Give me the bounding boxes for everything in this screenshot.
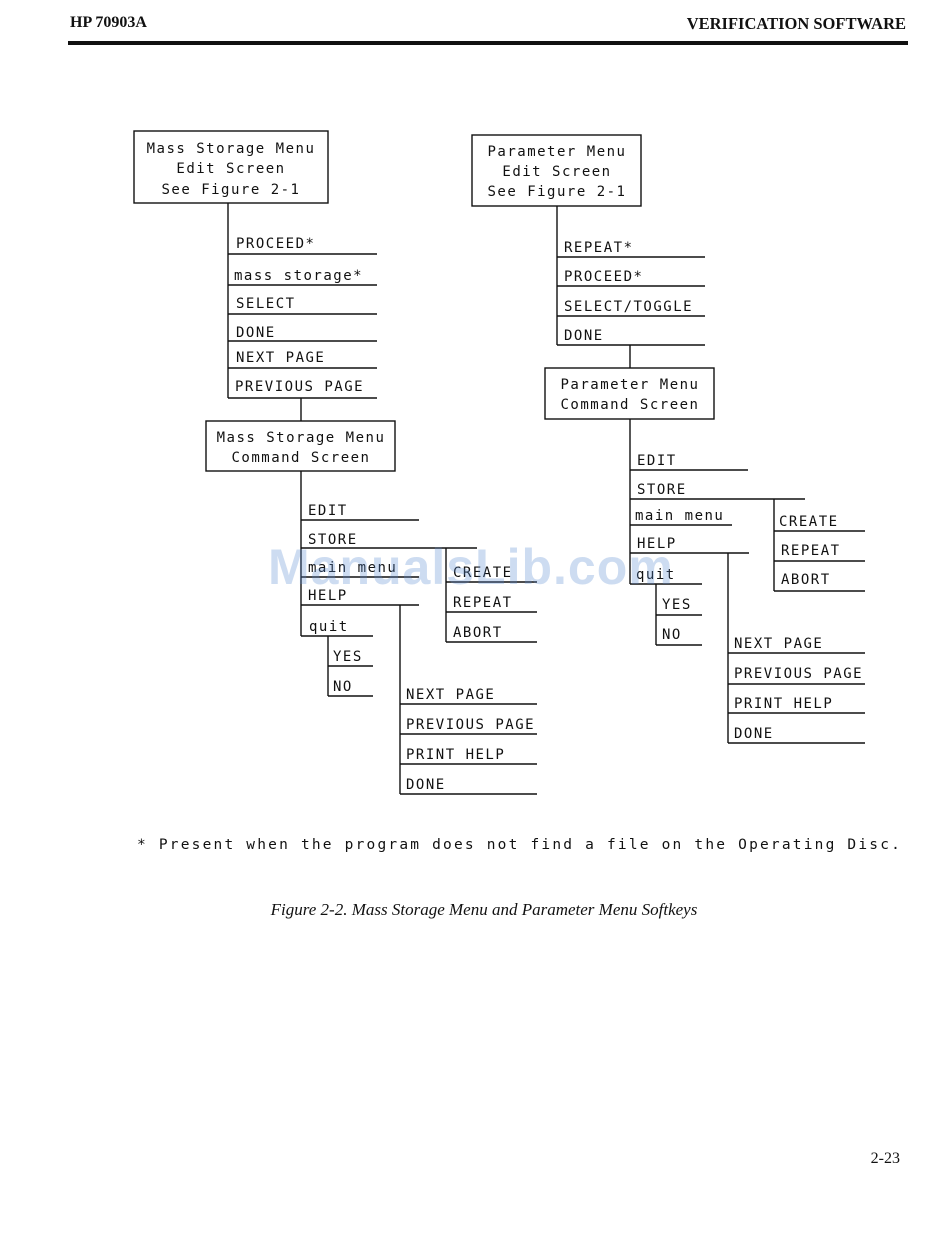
watermark: ManualsLib.com bbox=[268, 539, 674, 595]
ms-edit-key-proceed: PROCEED* bbox=[236, 236, 315, 252]
ms-edit-key-next-page: NEXT PAGE bbox=[236, 350, 325, 366]
figure-caption: Figure 2-2. Mass Storage Menu and Parame… bbox=[270, 900, 698, 919]
header-section: VERIFICATION SOFTWARE bbox=[686, 14, 906, 33]
ms-cmd-key-store: STORE bbox=[308, 532, 358, 548]
ms-edit-key-previous-page: PREVIOUS PAGE bbox=[235, 379, 364, 395]
pm-cmd-key-help: HELP bbox=[637, 536, 677, 552]
pm-edit-key-proceed: PROCEED* bbox=[564, 269, 643, 285]
pm-cmd-key-edit: EDIT bbox=[637, 453, 677, 469]
pm-cmd-box-line-1: Parameter Menu bbox=[560, 377, 699, 393]
header-model: HP 70903A bbox=[70, 14, 147, 31]
pm-edit-key-done: DONE bbox=[564, 328, 604, 344]
page-number: 2-23 bbox=[870, 1150, 900, 1167]
ms-help-key-next-page: NEXT PAGE bbox=[406, 687, 495, 703]
pm-cmd-key-main-menu: main menu bbox=[635, 508, 724, 524]
ms-help-key-print-help: PRINT HELP bbox=[406, 747, 505, 763]
pm-help-key-done: DONE bbox=[734, 726, 774, 742]
ms-cmd-box-line-2: Command Screen bbox=[231, 450, 370, 466]
ms-edit-box-line-2: Edit Screen bbox=[176, 161, 285, 177]
ms-edit-key-select: SELECT bbox=[236, 296, 296, 312]
softkey-diagram: Mass Storage Menu Edit Screen See Figure… bbox=[133, 130, 865, 795]
ms-cmd-key-quit: quit bbox=[309, 619, 349, 635]
footnote: * Present when the program does not find… bbox=[137, 837, 903, 853]
ms-store-key-repeat: REPEAT bbox=[453, 595, 513, 611]
ms-edit-box-line-1: Mass Storage Menu bbox=[147, 141, 316, 157]
pm-help-key-next-page: NEXT PAGE bbox=[734, 636, 823, 652]
ms-cmd-box-line-1: Mass Storage Menu bbox=[217, 430, 386, 446]
pm-edit-key-repeat: REPEAT* bbox=[564, 240, 634, 256]
ms-help-key-done: DONE bbox=[406, 777, 446, 793]
ms-cmd-key-main-menu: main menu bbox=[308, 560, 397, 576]
pm-edit-box-line-3: See Figure 2-1 bbox=[487, 184, 626, 200]
pm-cmd-key-quit: quit bbox=[636, 567, 676, 583]
ms-edit-key-mass-storage: mass storage* bbox=[234, 268, 363, 284]
pm-edit-box-line-1: Parameter Menu bbox=[487, 144, 626, 160]
ms-edit-box-line-3: See Figure 2-1 bbox=[161, 182, 300, 198]
ms-cmd-key-help: HELP bbox=[308, 588, 348, 604]
ms-store-key-create: CREATE bbox=[453, 565, 513, 581]
pm-store-key-repeat: REPEAT bbox=[781, 543, 841, 559]
pm-cmd-box-line-2: Command Screen bbox=[560, 397, 699, 413]
pm-quit-key-yes: YES bbox=[662, 597, 692, 613]
ms-help-key-previous-page: PREVIOUS PAGE bbox=[406, 717, 535, 733]
ms-cmd-key-edit: EDIT bbox=[308, 503, 348, 519]
pm-help-key-previous-page: PREVIOUS PAGE bbox=[734, 666, 863, 682]
ms-edit-key-done: DONE bbox=[236, 325, 276, 341]
pm-cmd-key-store: STORE bbox=[637, 482, 687, 498]
pm-help-key-print-help: PRINT HELP bbox=[734, 696, 833, 712]
ms-store-key-abort: ABORT bbox=[453, 625, 503, 641]
pm-store-key-abort: ABORT bbox=[781, 572, 831, 588]
header-rule bbox=[68, 41, 908, 45]
pm-edit-key-select-toggle: SELECT/TOGGLE bbox=[564, 299, 693, 315]
pm-quit-key-no: NO bbox=[662, 627, 682, 643]
ms-quit-key-no: NO bbox=[333, 679, 353, 695]
pm-store-key-create: CREATE bbox=[779, 514, 839, 530]
ms-quit-key-yes: YES bbox=[333, 649, 363, 665]
pm-edit-box-line-2: Edit Screen bbox=[502, 164, 611, 180]
